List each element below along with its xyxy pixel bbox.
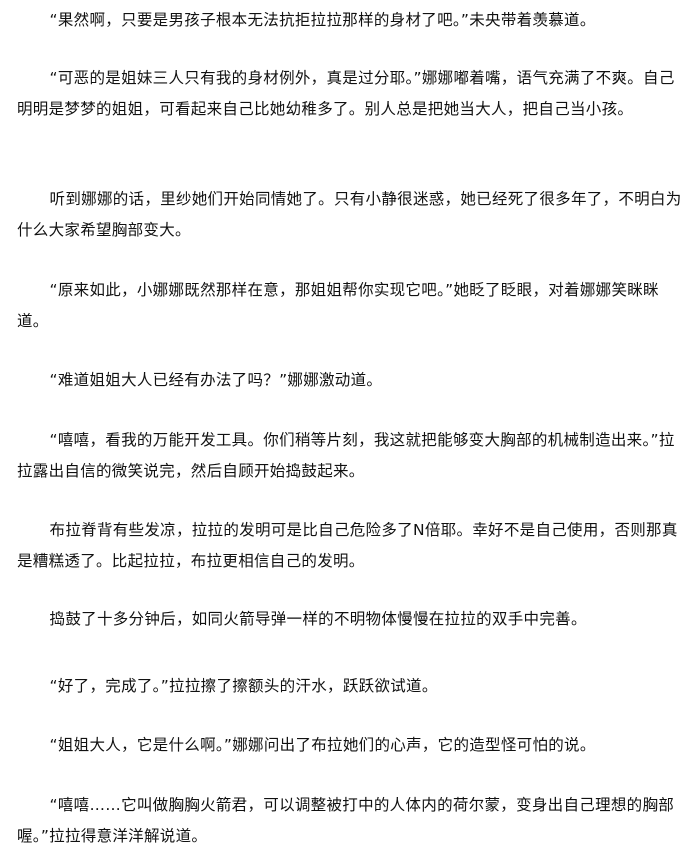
paragraph: 布拉脊背有些发凉，拉拉的发明可是比自己危险多了N倍耶。幸好不是自己使用，否则那真…: [17, 521, 678, 570]
paragraph: 捣鼓了十多分钟后，如同火箭导弹一样的不明物体慢慢在拉拉的双手中完善。: [49, 610, 587, 628]
paragraph: “嘻嘻……它叫做胸胸火箭君，可以调整被打中的人体内的荷尔蒙，变身出自己理想的胸部…: [17, 796, 675, 845]
paragraph: 听到娜娜的话，里纱她们开始同情她了。只有小静很迷惑，她已经死了很多年了，不明白为…: [17, 190, 682, 239]
paragraph: “嘻嘻，看我的万能开发工具。你们稍等片刻，我这就把能够变大胸部的机械制造出来。”…: [17, 431, 675, 480]
paragraph: “好了，完成了。”拉拉擦了擦额头的汗水，跃跃欲试道。: [49, 677, 438, 695]
paragraph: “可恶的是姐妹三人只有我的身材例外，真是过分耶。”娜娜嘟着嘴，语气充满了不爽。自…: [17, 69, 675, 118]
paragraph: “果然啊，只要是男孩子根本无法抗拒拉拉那样的身材了吧。”未央带着羡慕道。: [49, 11, 596, 29]
paragraph: “原来如此，小娜娜既然那样在意，那姐姐帮你实现它吧。”她眨了眨眼，对着娜娜笑眯眯…: [17, 281, 659, 330]
paragraph: “难道姐姐大人已经有办法了吗？”娜娜激动道。: [49, 371, 383, 389]
paragraph: “姐姐大人，它是什么啊。”娜娜问出了布拉她们的心声，它的造型怪可怕的说。: [49, 736, 596, 754]
